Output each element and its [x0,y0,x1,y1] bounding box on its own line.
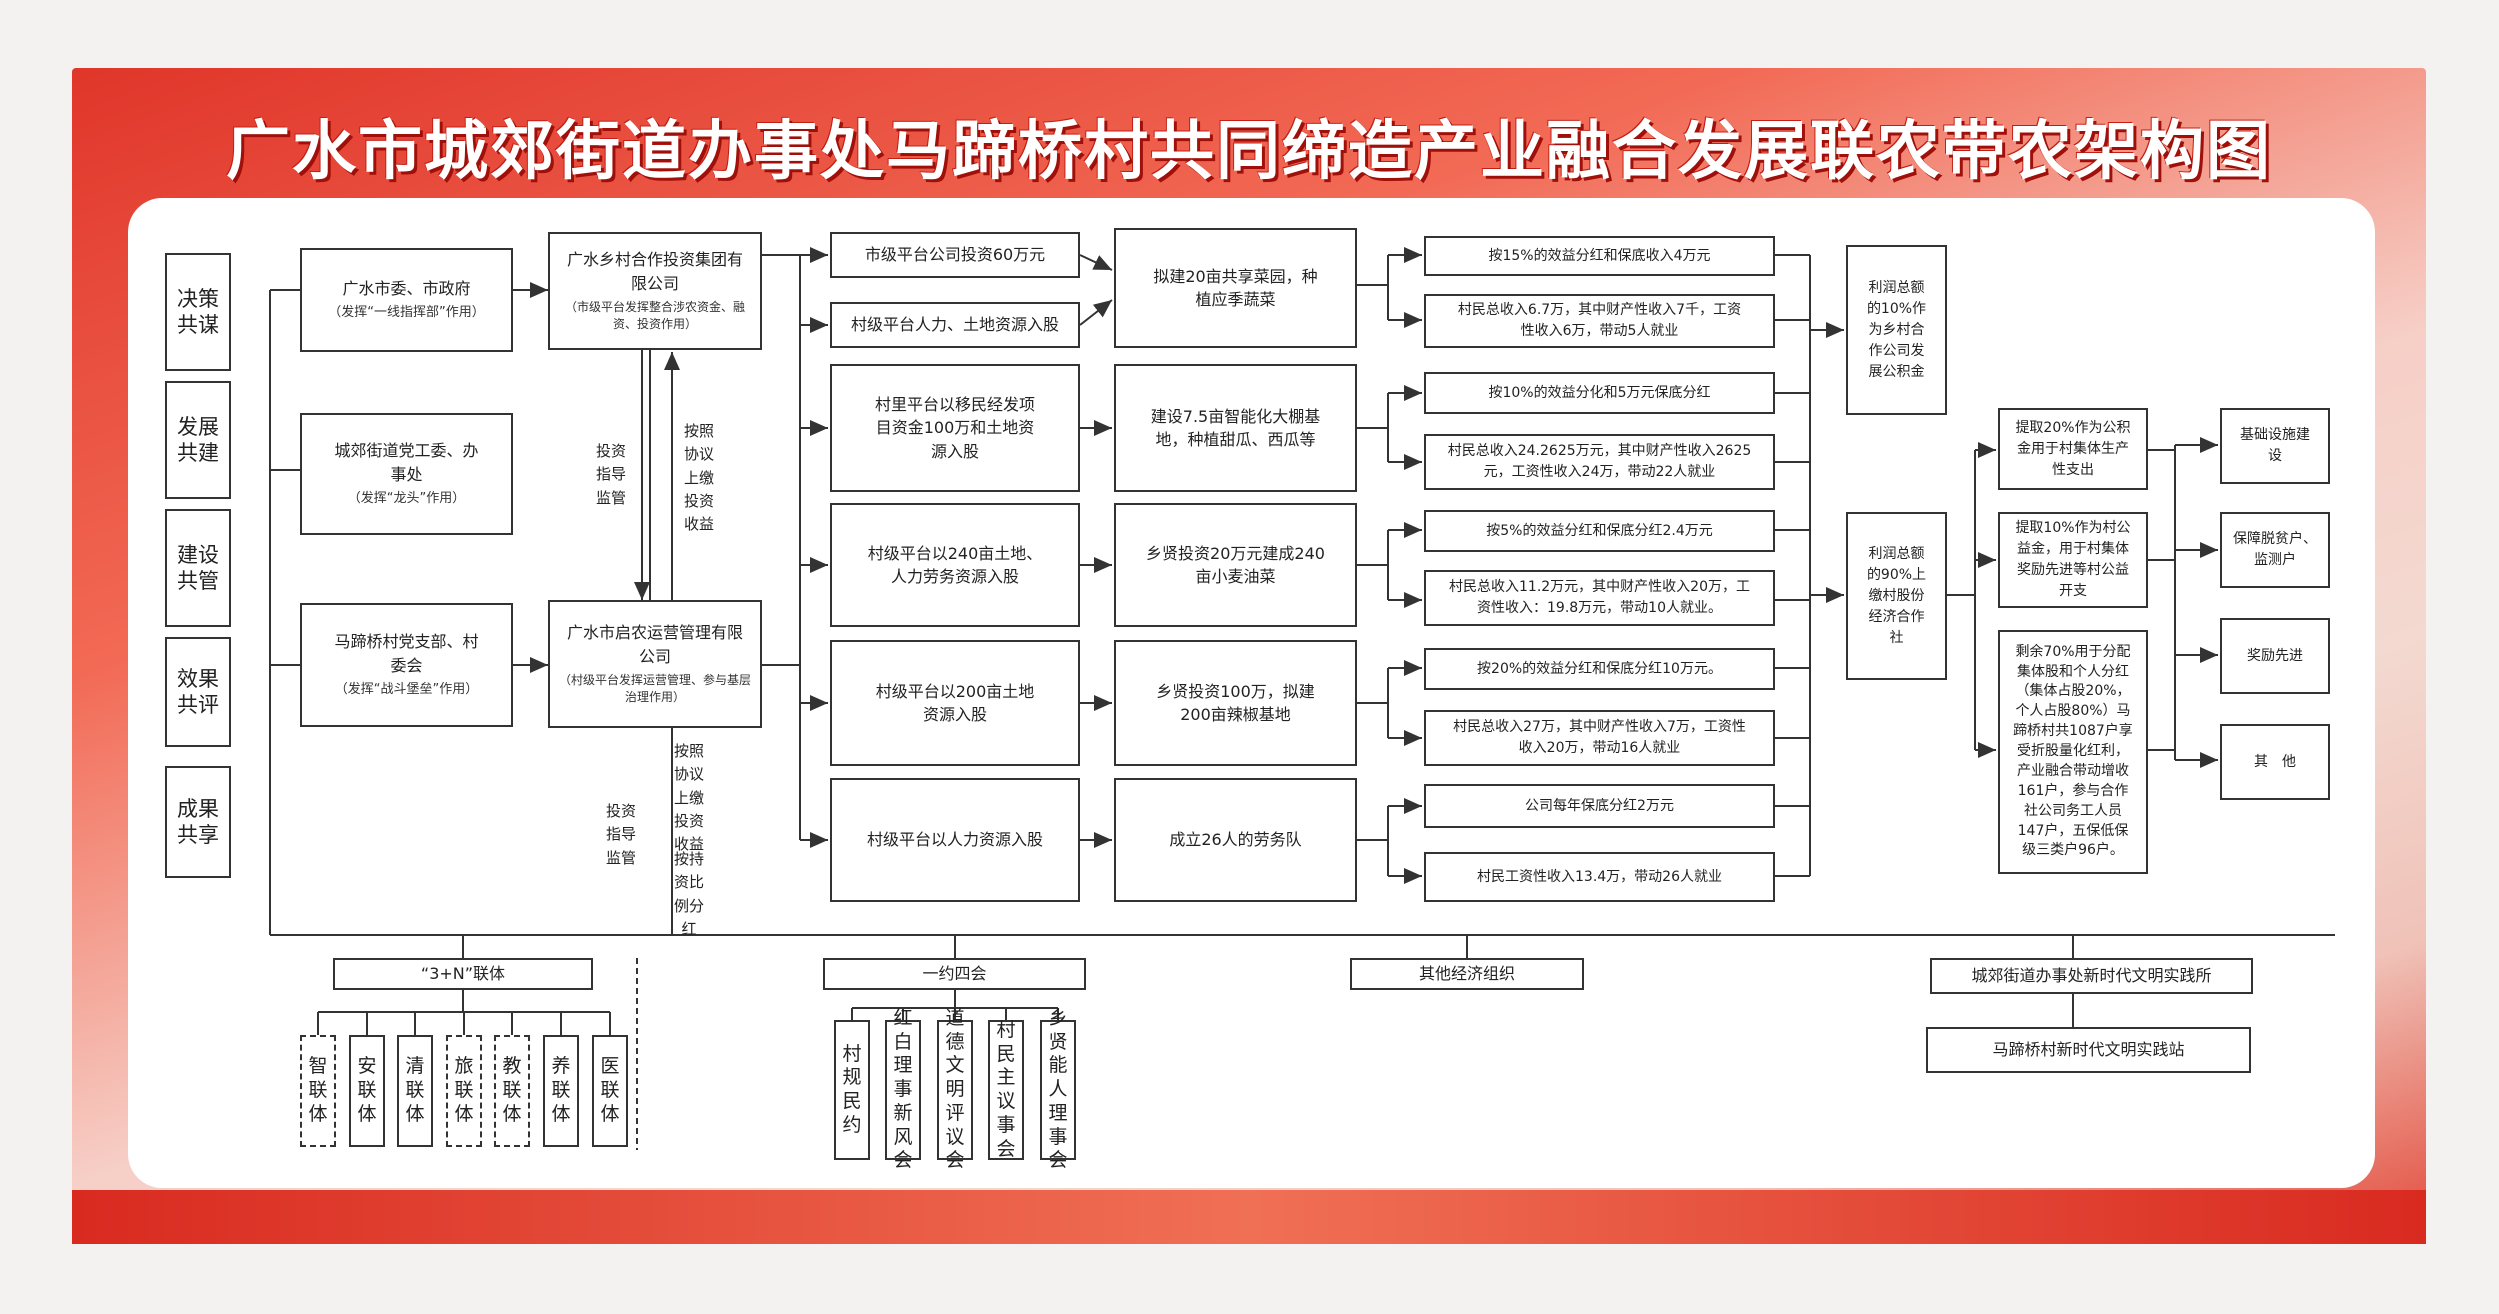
leader-name: 广水市委、市政府 [342,278,471,298]
project-wheat-rapeseed: 乡贤投资20万元建成240亩小麦油菜 [1114,503,1357,627]
input-village-labor-land: 村级平台人力、土地资源入股 [830,302,1080,348]
label-profit-submission-2: 按照协议上缴投资收益 [673,742,704,853]
company-note: （村级平台发挥运营管理、参与基层治理作用） [558,672,751,705]
output-dividend-2: 按10%的效益分化和5万元保底分红 [1424,372,1775,414]
input-migration-fund: 村里平台以移民经发项目资金100万和土地资源入股 [830,364,1080,492]
company-name: 广水市启农运营管理有限公司 [566,623,743,666]
output-income-1: 村民总收入6.7万，其中财产性收入7千，工资性收入6万，带动5人就业 [1424,294,1775,348]
company-operation-mgmt: 广水市启农运营管理有限公司 （村级平台发挥运营管理、参与基层治理作用） [548,600,762,728]
input-240-mu: 村级平台以240亩土地、人力劳务资源入股 [830,503,1080,627]
group-3n-title: “3+N”联体 [333,958,593,990]
label-dividend-ratio: 按持资比例分红 [673,850,704,938]
left-item-development: 发展共建 [165,381,231,499]
leader-name: 马蹄桥村党支部、村委会 [334,632,479,675]
left-item-construction: 建设共管 [165,509,231,627]
company-note: （市级平台发挥整合涉农资金、融资、投资作用） [564,299,745,332]
group-3n-item-5: 教联体 [494,1035,530,1147]
use-poverty-support: 保障脱贫户、监测户 [2220,512,2330,588]
use-infrastructure: 基础设施建设 [2220,408,2330,484]
use-other: 其 他 [2220,724,2330,800]
project-shared-garden: 拟建20亩共享菜园，种植应季蔬菜 [1114,228,1357,348]
project-smart-greenhouse: 建设7.5亩智能化大棚基地，种植甜瓜、西瓜等 [1114,364,1357,492]
left-item-evaluation: 效果共评 [165,637,231,747]
group-3n-item-1: 智联体 [300,1035,336,1147]
group-civilization-institute: 城郊街道办事处新时代文明实践所 [1930,958,2253,994]
company-investment-group: 广水乡村合作投资集团有限公司 （市级平台发挥整合涉农资金、融资、投资作用） [548,232,762,350]
leader-note: （发挥“一线指挥部”作用） [328,305,485,321]
group-yiyuesihui-title: 一约四会 [823,958,1086,990]
group-3n-item-7: 医联体 [592,1035,628,1147]
leader-village-branch: 马蹄桥村党支部、村委会 （发挥“战斗堡垒”作用） [300,603,513,727]
label-profit-submission: 按照协议上缴投资收益 [683,422,714,533]
group-yiyuesihui-item-1: 村规民约 [834,1020,870,1160]
label-investment-guidance: 投资指导监管 [595,442,626,507]
group-other-orgs: 其他经济组织 [1350,958,1584,990]
output-income-2: 村民总收入24.2625万元，其中财产性收入2625元，工资性收入24万，带动2… [1424,434,1775,490]
use-reward: 奖励先进 [2220,618,2330,694]
project-pepper-base: 乡贤投资100万，拟建200亩辣椒基地 [1114,640,1357,766]
distribution-70: 剩余70%用于分配集体股和个人分红（集体占股20%，个人占股80%）马蹄桥村共1… [1998,630,2148,874]
project-labor-team: 成立26人的劳务队 [1114,778,1357,902]
left-item-sharing: 成果共享 [165,766,231,878]
group-yiyuesihui-item-4: 村民主议事会 [988,1019,1024,1160]
group-civilization-station: 马蹄桥村新时代文明实践站 [1926,1027,2251,1073]
banner-bottom-strip [72,1190,2426,1244]
input-human-resources: 村级平台以人力资源入股 [830,778,1080,902]
company-name: 广水乡村合作投资集团有限公司 [566,250,743,293]
output-dividend-4: 按20%的效益分红和保底分红10万元。 [1424,648,1775,690]
output-income-5: 村民工资性收入13.4万，带动26人就业 [1424,852,1775,902]
left-item-decision: 决策共谋 [165,253,231,371]
leader-street-committee: 城郊街道党工委、办事处 （发挥“龙头”作用） [300,413,513,535]
distribution-10: 提取10%作为村公益金，用于村集体奖励先进等村公益开支 [1998,512,2148,608]
group-3n-item-6: 养联体 [543,1035,579,1147]
group-yiyuesihui-item-3: 道德文明评议会 [937,1007,973,1171]
group-3n-item-2: 安联体 [349,1035,385,1147]
profit-split-10: 利润总额的10%作为乡村合作公司发展公积金 [1846,245,1947,415]
input-200-mu: 村级平台以200亩土地资源入股 [830,640,1080,766]
leader-name: 城郊街道党工委、办事处 [334,441,479,484]
page-title: 广水市城郊街道办事处马蹄桥村共同缔造产业融合发展联农带农架构图 [226,115,2272,189]
output-income-3: 村民总收入11.2万元，其中财产性收入20万，工资性收入：19.8万元，带动10… [1424,570,1775,626]
group-3n-item-3: 清联体 [397,1035,433,1147]
output-dividend-3: 按5%的效益分红和保底分红2.4万元 [1424,510,1775,552]
leader-note: （发挥“战斗堡垒”作用） [334,681,479,697]
output-income-4: 村民总收入27万，其中财产性收入7万，工资性收入20万，带动16人就业 [1424,710,1775,766]
leader-city-government: 广水市委、市政府 （发挥“一线指挥部”作用） [300,248,513,352]
label-investment-guidance-2: 投资指导监管 [605,802,636,867]
profit-split-90: 利润总额的90%上缴村股份经济合作社 [1846,512,1947,680]
distribution-20: 提取20%作为公积金用于村集体生产性支出 [1998,408,2148,490]
output-dividend-1: 按15%的效益分红和保底收入4万元 [1424,236,1775,276]
leader-note: （发挥“龙头”作用） [347,490,466,506]
group-3n-item-4: 旅联体 [446,1035,482,1147]
group-yiyuesihui-item-2: 红白理事新风会 [885,1007,921,1171]
output-dividend-5: 公司每年保底分红2万元 [1424,784,1775,828]
group-yiyuesihui-item-5: 乡贤能人理事会 [1040,1007,1076,1171]
input-city-investment: 市级平台公司投资60万元 [830,232,1080,278]
